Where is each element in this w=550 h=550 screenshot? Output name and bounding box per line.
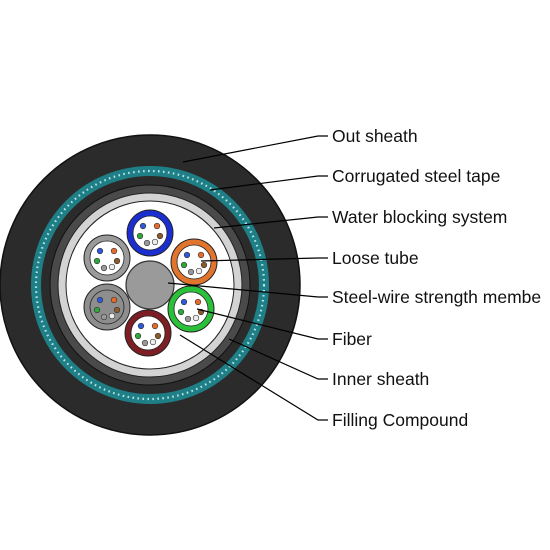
fiber [96,296,104,304]
loose-tube-white [83,234,131,282]
leader-line-out-sheath [182,135,328,163]
leader-line-loose-tube [200,257,328,262]
loose-tube-core [89,289,125,325]
fiber [108,263,116,271]
steel-wire-strength-member [125,260,175,310]
leader-line-water-blocking-system [213,216,328,229]
fiber [192,314,200,322]
loose-tubes-group [83,209,218,357]
fiber [141,339,149,347]
loose-tube-blue [126,209,174,257]
label-filling-compound: Filling Compound [332,410,468,430]
labels: Out sheath Corrugated steel tape Water b… [332,126,541,430]
fiber [183,251,191,259]
leader-line-strength-member [167,282,328,298]
fiber [139,222,147,230]
fiber [184,315,192,323]
fiber [149,338,157,346]
loose-tube-core [176,244,212,280]
leader-lines [167,135,328,421]
fiber [154,332,162,340]
fiber [113,257,121,265]
fiber [110,247,118,255]
fiber [180,261,188,269]
loose-tube-red [124,309,172,357]
loose-tube-core [130,315,166,351]
fiber [194,298,202,306]
fiber [100,313,108,321]
fiber [187,268,195,276]
fiber [93,257,101,265]
leader-line-fiber [196,308,328,340]
loose-tube-gray [83,283,131,331]
fiber [197,251,205,259]
label-steel-wire-strength-member: Steel-wire strength membe [332,287,541,307]
loose-tube-core [89,240,125,276]
label-loose-tube: Loose tube [332,248,419,268]
fiber [151,322,159,330]
cable-cross-section [0,134,301,436]
fiber [156,232,164,240]
leader-line-corrugated-steel-tape [209,175,328,191]
fiber [100,264,108,272]
loose-tube-orange [170,238,218,286]
label-inner-sheath: Inner sheath [332,369,429,389]
leader-line-filling-compound [179,334,328,421]
label-corrugated-steel-tape: Corrugated steel tape [332,166,500,186]
fiber [134,332,142,340]
fiber [96,247,104,255]
fiber [136,232,144,240]
fiber [153,222,161,230]
fiber [110,296,118,304]
loose-tube-core [132,215,168,251]
label-out-sheath: Out sheath [332,126,418,146]
leader-line-inner-sheath [228,338,328,380]
fiber [93,306,101,314]
fiber [143,239,151,247]
loose-tube-green [167,285,215,333]
fiber [113,306,121,314]
fiber [108,312,116,320]
label-fiber: Fiber [332,329,372,349]
fiber [151,238,159,246]
label-water-blocking-system: Water blocking system [332,207,507,227]
fiber [177,308,185,316]
fiber [195,267,203,275]
fiber [180,298,188,306]
corrugated-steel-tape-pattern [34,169,266,401]
fiber [137,322,145,330]
fiber [200,261,208,269]
loose-tube-core [173,291,209,327]
